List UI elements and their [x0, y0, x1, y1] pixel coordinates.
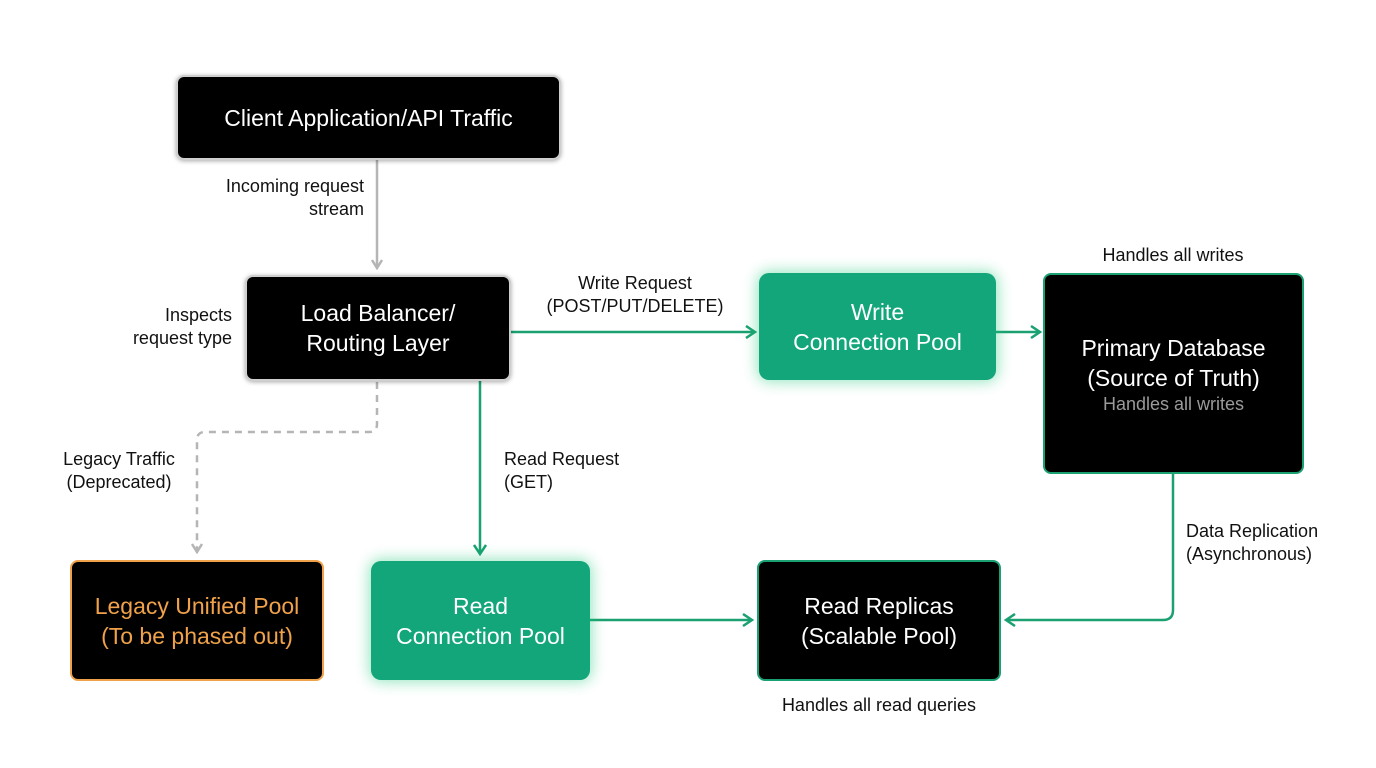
read-replicas-label-line-1: Read Replicas	[804, 592, 954, 619]
inspects-line-1: Inspects	[164, 305, 232, 325]
data-replication-label: Data Replication (Asynchronous)	[1186, 520, 1356, 566]
legacy-traffic-label: Legacy Traffic (Deprecated)	[44, 448, 194, 494]
legacy-unified-pool-node: Legacy Unified Pool (To be phased out)	[70, 560, 324, 681]
write-connection-pool-node: Write Connection Pool	[759, 273, 996, 380]
primary-db-label-line-1: Primary Database	[1081, 334, 1266, 361]
write-request-label: Write Request (POST/PUT/DELETE)	[530, 272, 740, 318]
write-request-line-2: (POST/PUT/DELETE)	[546, 296, 724, 316]
legacy-pool-label-line-2: (To be phased out)	[101, 622, 293, 649]
legacy-traffic-line-2: (Deprecated)	[66, 472, 172, 492]
client-application-label: Client Application/API Traffic	[224, 104, 513, 131]
data-replication-line-1: Data Replication	[1186, 521, 1319, 541]
read-connection-pool-node: Read Connection Pool	[371, 561, 590, 680]
inspects-line-2: request type	[132, 328, 232, 348]
primary-db-label-line-2: (Source of Truth)	[1087, 364, 1260, 391]
incoming-request-line-2: stream	[308, 199, 364, 219]
read-request-label: Read Request (GET)	[504, 448, 664, 494]
inspects-request-label: Inspects request type	[100, 304, 232, 350]
read-pool-label-line-2: Connection Pool	[396, 622, 565, 649]
edge-load-balancer-to-legacy-pool	[197, 382, 379, 552]
read-request-line-2: (GET)	[504, 472, 553, 492]
edge-primary-db-to-read-replicas	[1006, 474, 1175, 620]
handles-reads-label: Handles all read queries	[753, 694, 1005, 717]
incoming-request-label: Incoming request stream	[170, 175, 364, 221]
handles-writes-text: Handles all writes	[1102, 245, 1244, 265]
write-pool-label-line-2: Connection Pool	[793, 328, 962, 355]
load-balancer-label-line-1: Load Balancer/	[300, 300, 456, 326]
primary-db-note: Handles all writes	[1102, 393, 1245, 414]
handles-reads-text: Handles all read queries	[781, 695, 977, 715]
handles-writes-label: Handles all writes	[1063, 244, 1283, 267]
load-balancer-label-line-2: Routing Layer	[306, 330, 450, 356]
write-request-line-1: Write Request	[578, 273, 692, 293]
legacy-traffic-line-1: Legacy Traffic	[63, 449, 175, 469]
read-replicas-label-line-2: (Scalable Pool)	[801, 622, 957, 649]
data-replication-line-2: (Asynchronous)	[1186, 544, 1313, 564]
client-application-node: Client Application/API Traffic	[176, 75, 561, 160]
legacy-pool-label-line-1: Legacy Unified Pool	[94, 592, 300, 619]
primary-database-node: Primary Database (Source of Truth) Handl…	[1043, 273, 1304, 474]
write-pool-label-line-1: Write	[850, 298, 905, 325]
read-pool-label-line-1: Read	[453, 592, 508, 619]
incoming-request-line-1: Incoming request	[225, 176, 364, 196]
read-replicas-node: Read Replicas (Scalable Pool)	[757, 560, 1001, 681]
read-request-line-1: Read Request	[504, 449, 620, 469]
load-balancer-node: Load Balancer/ Routing Layer	[245, 275, 511, 381]
